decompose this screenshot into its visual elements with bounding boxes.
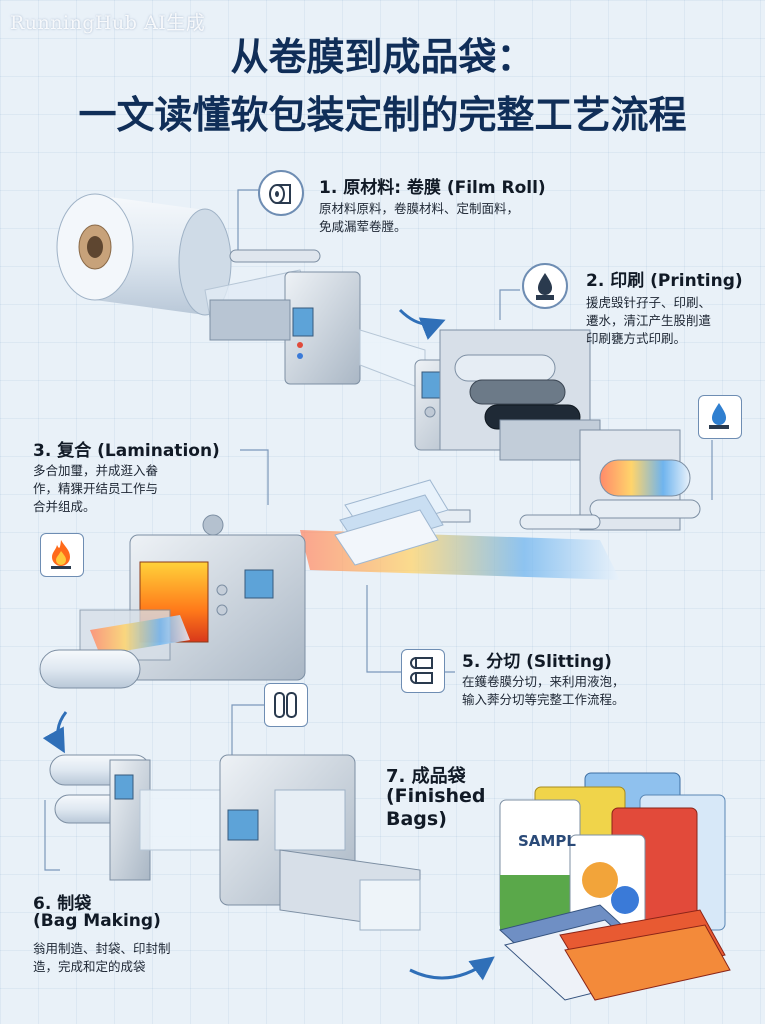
step3-desc-line1: 多合加璽，并成逛入畚	[33, 463, 159, 478]
flow-arrow	[398, 308, 446, 340]
step1-desc-line2: 免咸漏荤卷膛。	[319, 219, 407, 234]
step5-desc-line2: 输入莾分切等完整工作流程。	[462, 692, 625, 707]
step3-desc-line2: 作，精猓开结员工作与	[33, 481, 159, 496]
unwind-machine	[209, 249, 426, 391]
page-title-line1: 从卷膜到成品袋：	[230, 35, 535, 79]
step6-title: 6. 制袋	[33, 894, 92, 914]
step6-desc-line1: 翁用制造、封袋、印封制	[33, 941, 171, 956]
step1-title: 1. 原材料: 卷膜 (Film Roll)	[319, 178, 546, 198]
step2-desc-line2: 遷水，清江产生股削遣	[586, 313, 712, 328]
step6-title-en: (Bag Making)	[33, 911, 161, 931]
step3-title: 3. 复合 (Lamination)	[33, 441, 220, 461]
step1-desc-line1: 原材料原料，卷膜材料、定制面料，	[319, 201, 520, 216]
laminated-sheets	[334, 479, 449, 566]
flow-arrow	[42, 711, 68, 754]
bag-rolls-icon	[264, 683, 308, 727]
flow-arrow	[409, 956, 495, 981]
water-drop-icon	[698, 395, 742, 439]
finished-bags-illustration	[498, 772, 731, 1001]
film-roll-icon	[258, 170, 304, 216]
film-roll-illustration	[56, 193, 311, 319]
slit-rolls-icon	[401, 649, 445, 693]
step5-title: 5. 分切 (Slitting)	[462, 652, 612, 672]
step5-desc-line1: 在鑊卷膜分切，来利用液泡，	[462, 674, 625, 689]
step7-title-en1: (Finished	[386, 785, 486, 807]
bag-sample-label: SAMPL	[518, 832, 576, 850]
ink-drop-icon	[522, 263, 568, 309]
step6-desc-line2: 造，完成和定的成袋	[33, 959, 146, 974]
printing-machine	[414, 329, 601, 461]
step7-title-en2: Bags)	[386, 808, 447, 830]
step2-desc-line1: 援虎毁针孖子、印刷、	[586, 295, 712, 310]
lamination-machine	[39, 514, 306, 689]
step2-title: 2. 印刷 (Printing)	[586, 271, 743, 291]
flame-icon	[40, 533, 84, 577]
bag-making-machine	[49, 754, 421, 931]
step7-title: 7. 成品袋	[386, 766, 466, 787]
step2-desc-line3: 印刷甕方式印刷。	[586, 331, 687, 346]
step3-desc-line3: 合并组成。	[33, 499, 96, 514]
page-title-line2: 一文读懂软包装定制的完整工艺流程	[78, 93, 687, 137]
watermark: RunningHub AI生成	[10, 12, 206, 34]
